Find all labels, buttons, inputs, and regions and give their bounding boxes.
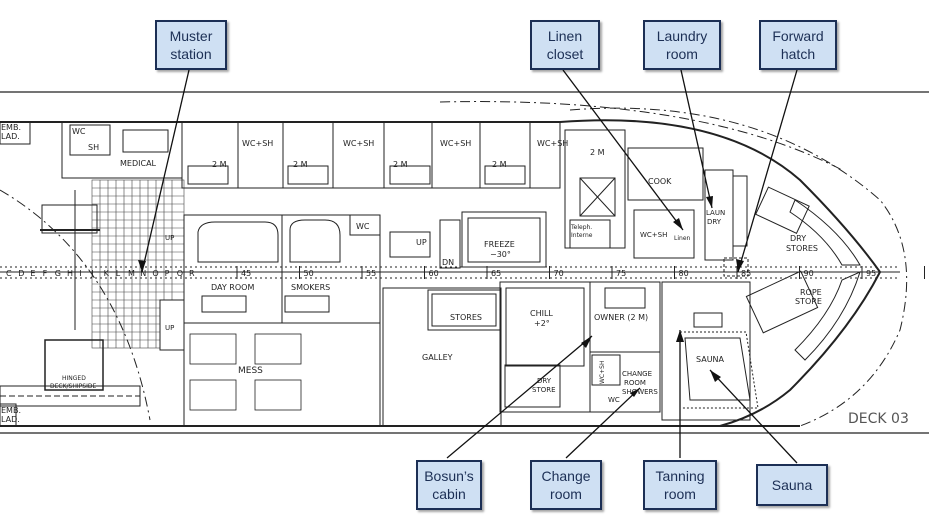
change-label-1: CHANGE (622, 370, 652, 378)
teleph-label: Teleph. (570, 224, 592, 231)
frame-letter: K (104, 269, 110, 278)
day-room-label: DAY ROOM (211, 283, 254, 292)
callout-linen-closet: Linen closet (530, 20, 600, 70)
deck-label: DECK 03 (848, 411, 909, 427)
callout-bosuns-cabin: Bosun’s cabin (416, 460, 482, 510)
hinged-label-2: DECK/SHIPSIDE (50, 383, 96, 390)
frame-letter: J (90, 269, 93, 278)
callout-tanning-room: Tanning room (643, 460, 717, 510)
frame-number: 75 (616, 269, 626, 278)
galley-label: GALLEY (422, 353, 453, 362)
cabin-label-5: 2 M (590, 148, 605, 157)
freeze-temp-label: −30° (490, 250, 511, 259)
frame-letter: P (165, 269, 170, 278)
frame-number: 90 (804, 269, 814, 278)
cabin-wcsh-3: WC+SH (440, 139, 471, 148)
change-label-2: ROOM (624, 379, 646, 387)
sh-label-left: SH (88, 143, 99, 152)
frame-letter: E (30, 269, 35, 278)
frame-number: 50 (304, 269, 314, 278)
callout-laundry-room: Laundry room (643, 20, 721, 70)
frame-number: 45 (241, 269, 251, 278)
frame-letter: L (116, 269, 121, 278)
emb-label-top: EMB. (1, 123, 21, 132)
up-label-left: UP (165, 234, 174, 242)
frame-number: 95 (866, 269, 876, 278)
chill-temp-label: +2° (534, 319, 550, 328)
cabin-wcsh-4: WC+SH (537, 139, 568, 148)
wcsh-label-cook: WC+SH (640, 231, 667, 239)
up-label: UP (416, 238, 427, 247)
change-label-3: SHOWERS (622, 388, 658, 396)
laundry-plan-label-1: LAUN (706, 209, 725, 217)
dry-store-label-1: DRY (537, 377, 552, 385)
dry-stores-label-2: STORES (786, 244, 818, 253)
cabin-wcsh-2: WC+SH (343, 139, 374, 148)
medical-label: MEDICAL (120, 159, 157, 168)
callout-sauna: Sauna (756, 464, 828, 506)
wc-label-left: WC (72, 127, 86, 136)
frame-number: 65 (491, 269, 501, 278)
callout-forward-hatch: Forward hatch (759, 20, 837, 70)
frame-number: 85 (741, 269, 751, 278)
chill-label: CHILL (530, 309, 553, 318)
frame-letter: R (189, 269, 195, 278)
frame-letter: F (43, 269, 48, 278)
wcsh-label-change: WC+SH (599, 361, 606, 384)
cabin-label-4: 2 M (492, 160, 507, 169)
up-label-left-2: UP (165, 324, 174, 332)
frame-number: 80 (679, 269, 689, 278)
frame-letter: Q (177, 269, 183, 278)
frame-letter: N (140, 269, 146, 278)
lad-label-top: LAD. (1, 132, 20, 141)
cook-label: COOK (648, 177, 672, 186)
emb-label-bottom: EMB. (1, 406, 21, 415)
frame-letter: C (6, 269, 12, 278)
freeze-label: FREEZE (484, 240, 515, 249)
frame-letter: G (55, 269, 61, 278)
dn-label: DN (442, 258, 454, 267)
dry-stores-label-1: DRY (790, 234, 806, 243)
frame-letter: H (67, 269, 73, 278)
cabin-label-2: 2 M (293, 160, 308, 169)
cabin-label-3: 2 M (393, 160, 408, 169)
mess-label: MESS (238, 366, 263, 376)
owner-label: OWNER (2 M) (594, 313, 648, 322)
frame-letter: M (128, 269, 135, 278)
lad-label-bottom: LAD. (1, 415, 20, 424)
cabin-label-1: 2 M (212, 160, 227, 169)
stores-label: STORES (450, 313, 482, 322)
dry-store-label-2: STORE (532, 386, 556, 394)
callout-change-room: Change room (530, 460, 602, 510)
smokers-label: SMOKERS (291, 283, 330, 292)
frame-letter: O (152, 269, 158, 278)
linen-plan-label: Linen (674, 235, 691, 242)
hinged-label-1: HINGED (62, 375, 86, 382)
wc-label-low: WC (608, 396, 620, 404)
frame-number: 60 (429, 269, 439, 278)
frame-number: 55 (366, 269, 376, 278)
frame-number: 70 (554, 269, 564, 278)
callout-muster-station: Muster station (155, 20, 227, 70)
sauna-plan-label: SAUNA (696, 355, 725, 364)
internet-label: Interne (571, 232, 593, 239)
rope-store-label-2: STORE (795, 297, 822, 306)
frame-letter: D (18, 269, 24, 278)
laundry-plan-label-2: DRY (707, 218, 722, 226)
cabin-wcsh-1: WC+SH (242, 139, 273, 148)
frame-letter: I (79, 269, 81, 278)
wc-label-mid: WC (356, 222, 370, 231)
rope-store-label-1: ROPE (800, 288, 822, 297)
